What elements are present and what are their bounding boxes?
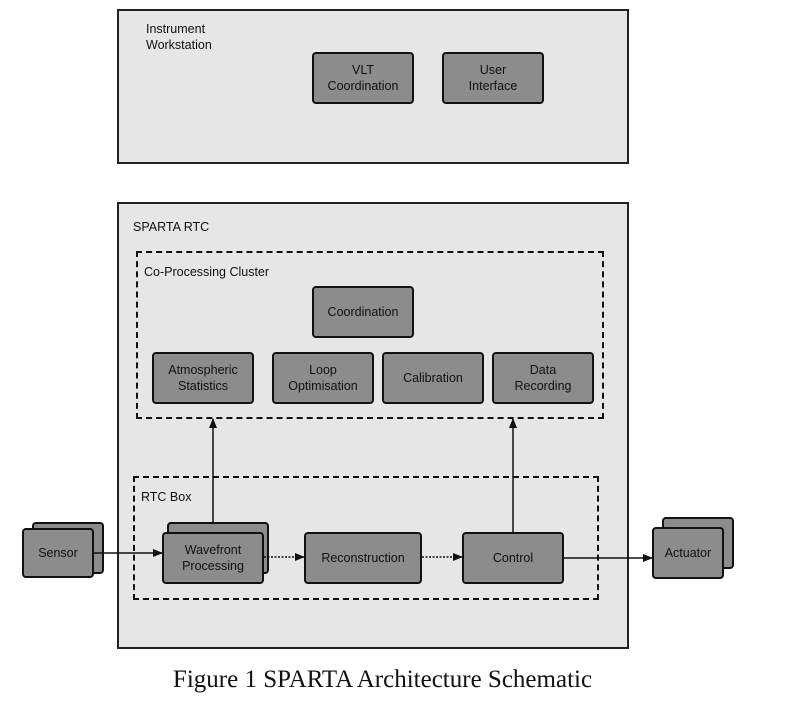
- calibration-box: Calibration: [382, 352, 484, 404]
- loop-optimisation-box: Loop Optimisation: [272, 352, 374, 404]
- reconstruction-box: Reconstruction: [304, 532, 422, 584]
- control-box: Control: [462, 532, 564, 584]
- co-processing-cluster-title: Co-Processing Cluster: [144, 265, 270, 279]
- rtc-box-title: RTC Box: [141, 490, 192, 504]
- instrument-workstation-title: Instrument Workstation: [146, 22, 212, 52]
- actuator-box: Actuator: [652, 527, 724, 579]
- data-recording-box: Data Recording: [492, 352, 594, 404]
- vlt-coordination-box: VLT Coordination: [312, 52, 414, 104]
- co-processing-cluster: [136, 251, 604, 419]
- wavefront-processing-box: Wavefront Processing: [162, 532, 264, 584]
- sensor-box: Sensor: [22, 528, 94, 578]
- rtc-box: [133, 476, 599, 600]
- sparta-rtc-title: SPARTA RTC: [133, 220, 210, 234]
- coordination-box: Coordination: [312, 286, 414, 338]
- user-interface-box: User Interface: [442, 52, 544, 104]
- figure-caption: Figure 1 SPARTA Architecture Schematic: [172, 666, 593, 693]
- atmospheric-statistics-box: Atmospheric Statistics: [152, 352, 254, 404]
